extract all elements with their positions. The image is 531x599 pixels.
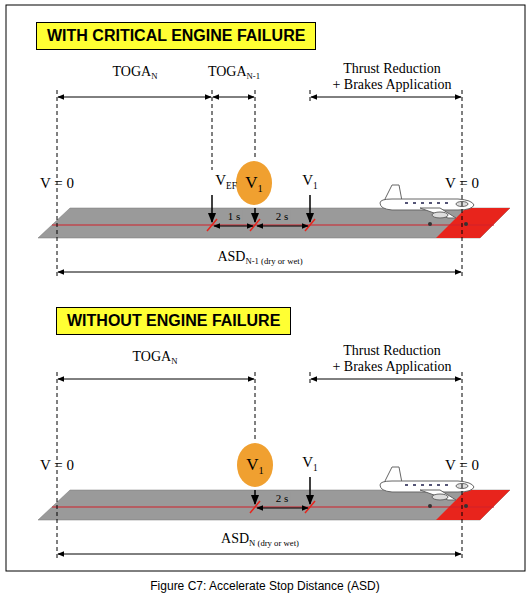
distance-line bbox=[58, 554, 461, 555]
title-box: WITHOUT ENGINE FAILURE bbox=[56, 307, 291, 335]
speed-label: V1 bbox=[245, 173, 263, 194]
dimension-line bbox=[58, 97, 211, 98]
speed-label: V1 bbox=[302, 172, 318, 193]
event-mark bbox=[305, 501, 315, 513]
panel-title: WITH CRITICAL ENGINE FAILURE bbox=[47, 27, 305, 44]
reference-line bbox=[255, 90, 256, 158]
position-arrow bbox=[309, 477, 311, 504]
time-interval-label: 2 s bbox=[274, 210, 291, 222]
dimension-line bbox=[213, 97, 254, 98]
distance-label: ASDN-1 (dry or wet) bbox=[217, 249, 302, 269]
reference-line bbox=[310, 90, 311, 104]
speed-label: V = 0 bbox=[40, 457, 74, 473]
distance-line bbox=[58, 272, 461, 273]
figure-frame bbox=[6, 5, 525, 571]
dimension-line bbox=[311, 379, 461, 380]
figure-caption: Figure C7: Accelerate Stop Distance (ASD… bbox=[150, 579, 379, 593]
speed-oval: V1 bbox=[237, 443, 273, 487]
position-arrow bbox=[254, 208, 256, 222]
speed-label: V1 bbox=[302, 454, 318, 475]
speed-label: V = 0 bbox=[445, 457, 479, 473]
event-mark bbox=[250, 219, 260, 231]
title-box: WITH CRITICAL ENGINE FAILURE bbox=[36, 22, 316, 50]
airplane-icon bbox=[380, 467, 474, 508]
event-mark bbox=[250, 501, 260, 513]
dimension-line bbox=[58, 379, 254, 380]
speed-label: VEF bbox=[215, 172, 237, 193]
time-interval-line bbox=[257, 226, 308, 227]
position-arrow bbox=[309, 195, 311, 222]
speed-label: V1 bbox=[246, 455, 264, 476]
thrust-phase-label: TOGAN bbox=[113, 64, 158, 84]
speed-label: V = 0 bbox=[40, 175, 74, 191]
position-arrow bbox=[254, 490, 256, 504]
runway-centerline bbox=[52, 225, 494, 226]
event-mark bbox=[207, 219, 217, 231]
airplane-icon bbox=[380, 185, 474, 226]
phase-note: Thrust Reduction + Brakes Application bbox=[332, 61, 451, 93]
panel-title: WITHOUT ENGINE FAILURE bbox=[67, 312, 280, 329]
time-interval-label: 2 s bbox=[274, 492, 291, 504]
phase-note: Thrust Reduction + Brakes Application bbox=[332, 343, 451, 375]
time-interval-line bbox=[257, 508, 308, 509]
time-interval-line bbox=[214, 226, 253, 227]
reference-line bbox=[310, 372, 311, 386]
position-arrow bbox=[211, 195, 213, 222]
runway bbox=[38, 490, 510, 520]
thrust-phase-label: TOGAN-1 bbox=[208, 64, 260, 84]
distance-label: ASDN (dry or wet) bbox=[221, 531, 299, 551]
speed-label: V = 0 bbox=[445, 175, 479, 191]
runway bbox=[38, 208, 510, 238]
event-mark bbox=[305, 219, 315, 231]
speed-oval: V1 bbox=[236, 161, 272, 205]
reference-line bbox=[255, 372, 256, 440]
runway-centerline bbox=[52, 507, 494, 508]
dimension-line bbox=[311, 97, 461, 98]
time-interval-label: 1 s bbox=[226, 210, 243, 222]
thrust-phase-label: TOGAN bbox=[133, 349, 178, 369]
reference-line bbox=[212, 90, 213, 170]
